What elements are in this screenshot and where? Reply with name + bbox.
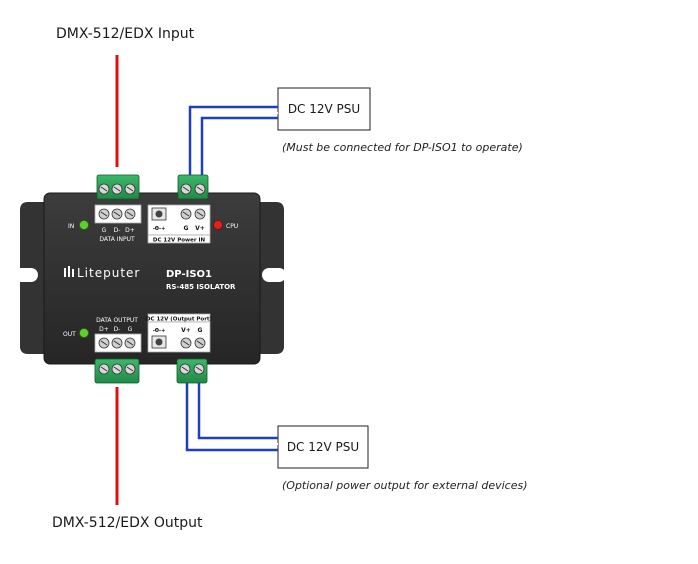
power-in-pin-2: V+ xyxy=(195,225,205,232)
power-in-wire-v xyxy=(200,116,278,178)
power-out-panel: DC 12V (Output Port) -Θ-+ V+ G xyxy=(146,313,213,353)
psu-top-box xyxy=(277,87,371,131)
mounting-hole-left xyxy=(14,268,38,282)
data-input-pin-2: D- xyxy=(114,227,121,234)
data-input-pin-3: D+ xyxy=(125,227,135,234)
power-out-wire-v xyxy=(185,382,278,452)
power-in-pin-1: G xyxy=(184,225,189,232)
psu-bottom-label: DC 12V PSU xyxy=(287,440,359,454)
output-label: DMX-512/EDX Output xyxy=(52,515,203,531)
data-output-panel: DATA OUTPUT D+ D- G xyxy=(94,317,142,353)
power-in-panel: -Θ-+ G V+ DC 12V Power IN xyxy=(147,204,211,244)
data-output-pin-3: G xyxy=(128,326,133,333)
data-output-title: DATA OUTPUT xyxy=(96,317,138,324)
out-led xyxy=(79,328,89,338)
data-output-pin-2: D- xyxy=(114,326,121,333)
power-out-symbol: -Θ-+ xyxy=(153,328,166,334)
model-subtitle: RS-485 ISOLATOR xyxy=(166,283,236,291)
cpu-led xyxy=(213,220,223,230)
in-led-label: IN xyxy=(68,223,74,230)
power-out-wire-g xyxy=(197,382,278,440)
psu-top-label: DC 12V PSU xyxy=(288,102,360,116)
mounting-hole-right xyxy=(262,268,286,282)
power-in-wire-g xyxy=(188,105,278,178)
power-out-plug xyxy=(176,358,208,384)
data-input-title: DATA INPUT xyxy=(99,236,135,243)
power-out-pin-1: V+ xyxy=(181,327,191,334)
data-input-plug xyxy=(96,174,140,200)
data-input-panel: G D- D+ DATA INPUT xyxy=(94,204,142,243)
brand-logo: Liteputer xyxy=(77,266,140,280)
cpu-led-label: CPU xyxy=(226,223,238,230)
psu-bottom-box xyxy=(277,425,369,469)
power-in-symbol: -Θ-+ xyxy=(153,226,166,232)
in-led xyxy=(79,220,89,230)
model-name: DP-ISO1 xyxy=(166,269,212,280)
power-in-title: DC 12V Power IN xyxy=(153,238,206,244)
data-input-pin-1: G xyxy=(102,227,107,234)
power-in-plug xyxy=(177,174,209,200)
device-branding: Liteputer DP-ISO1 RS-485 ISOLATOR xyxy=(64,266,236,291)
psu-top-note: (Must be connected for DP-ISO1 to operat… xyxy=(282,141,523,154)
psu-bottom-note: (Optional power output for external devi… xyxy=(282,479,528,492)
data-output-plug xyxy=(94,358,140,384)
out-led-label: OUT xyxy=(63,331,76,338)
input-label: DMX-512/EDX Input xyxy=(56,26,195,42)
power-out-pin-2: G xyxy=(198,327,203,334)
power-out-title: DC 12V (Output Port) xyxy=(146,317,213,323)
data-output-pin-1: D+ xyxy=(99,326,109,333)
